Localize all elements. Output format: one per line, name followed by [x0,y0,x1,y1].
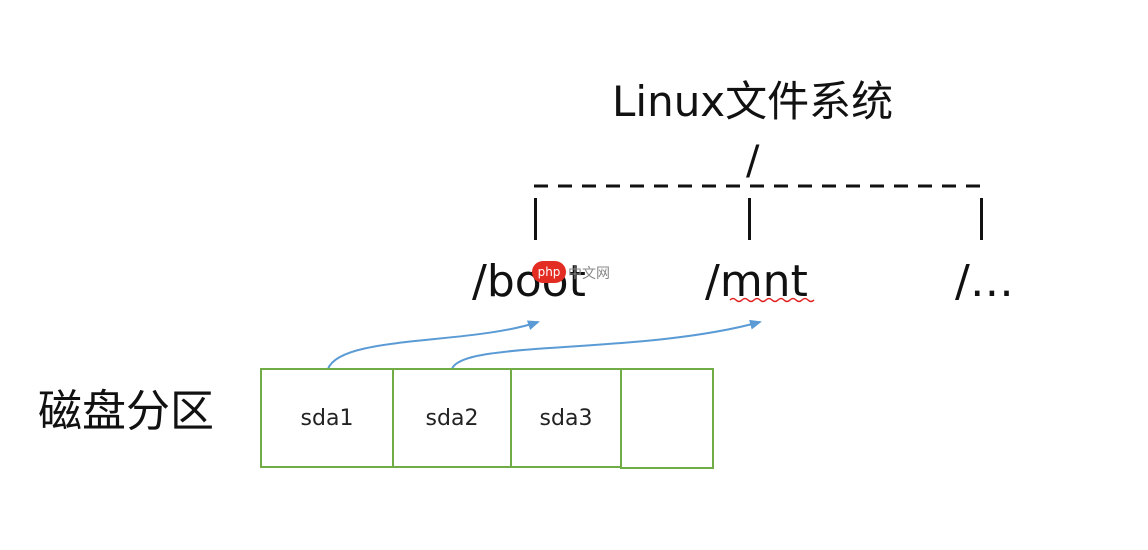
branch-line-boot [534,198,537,240]
partition-label: sda2 [425,405,479,431]
directory-mnt: /mnt [705,256,808,307]
spellcheck-squiggle [729,297,815,303]
partition-sda3: sda3 [510,368,622,468]
partition-sda1: sda1 [260,368,394,468]
partition-label: sda1 [300,405,354,431]
partition-label: sda3 [539,405,593,431]
branch-line-mnt [748,198,751,240]
partition-empty [620,368,714,469]
arrow-sda1-to-boot [327,320,540,370]
watermark-text: 中文网 [568,266,610,282]
root-directory-label: / [746,138,760,184]
directory-other: /… [955,256,1014,307]
diagram-title: Linux文件系统 [612,77,894,126]
disk-partition-label: 磁盘分区 [38,386,214,437]
branch-line-other [980,198,983,240]
watermark-badge: php [532,261,566,283]
directory-boot: /boot [472,256,586,307]
arrow-sda2-to-mnt [451,319,762,370]
watermark-logo: php 中文网 [532,261,616,283]
partition-sda2: sda2 [392,368,512,468]
